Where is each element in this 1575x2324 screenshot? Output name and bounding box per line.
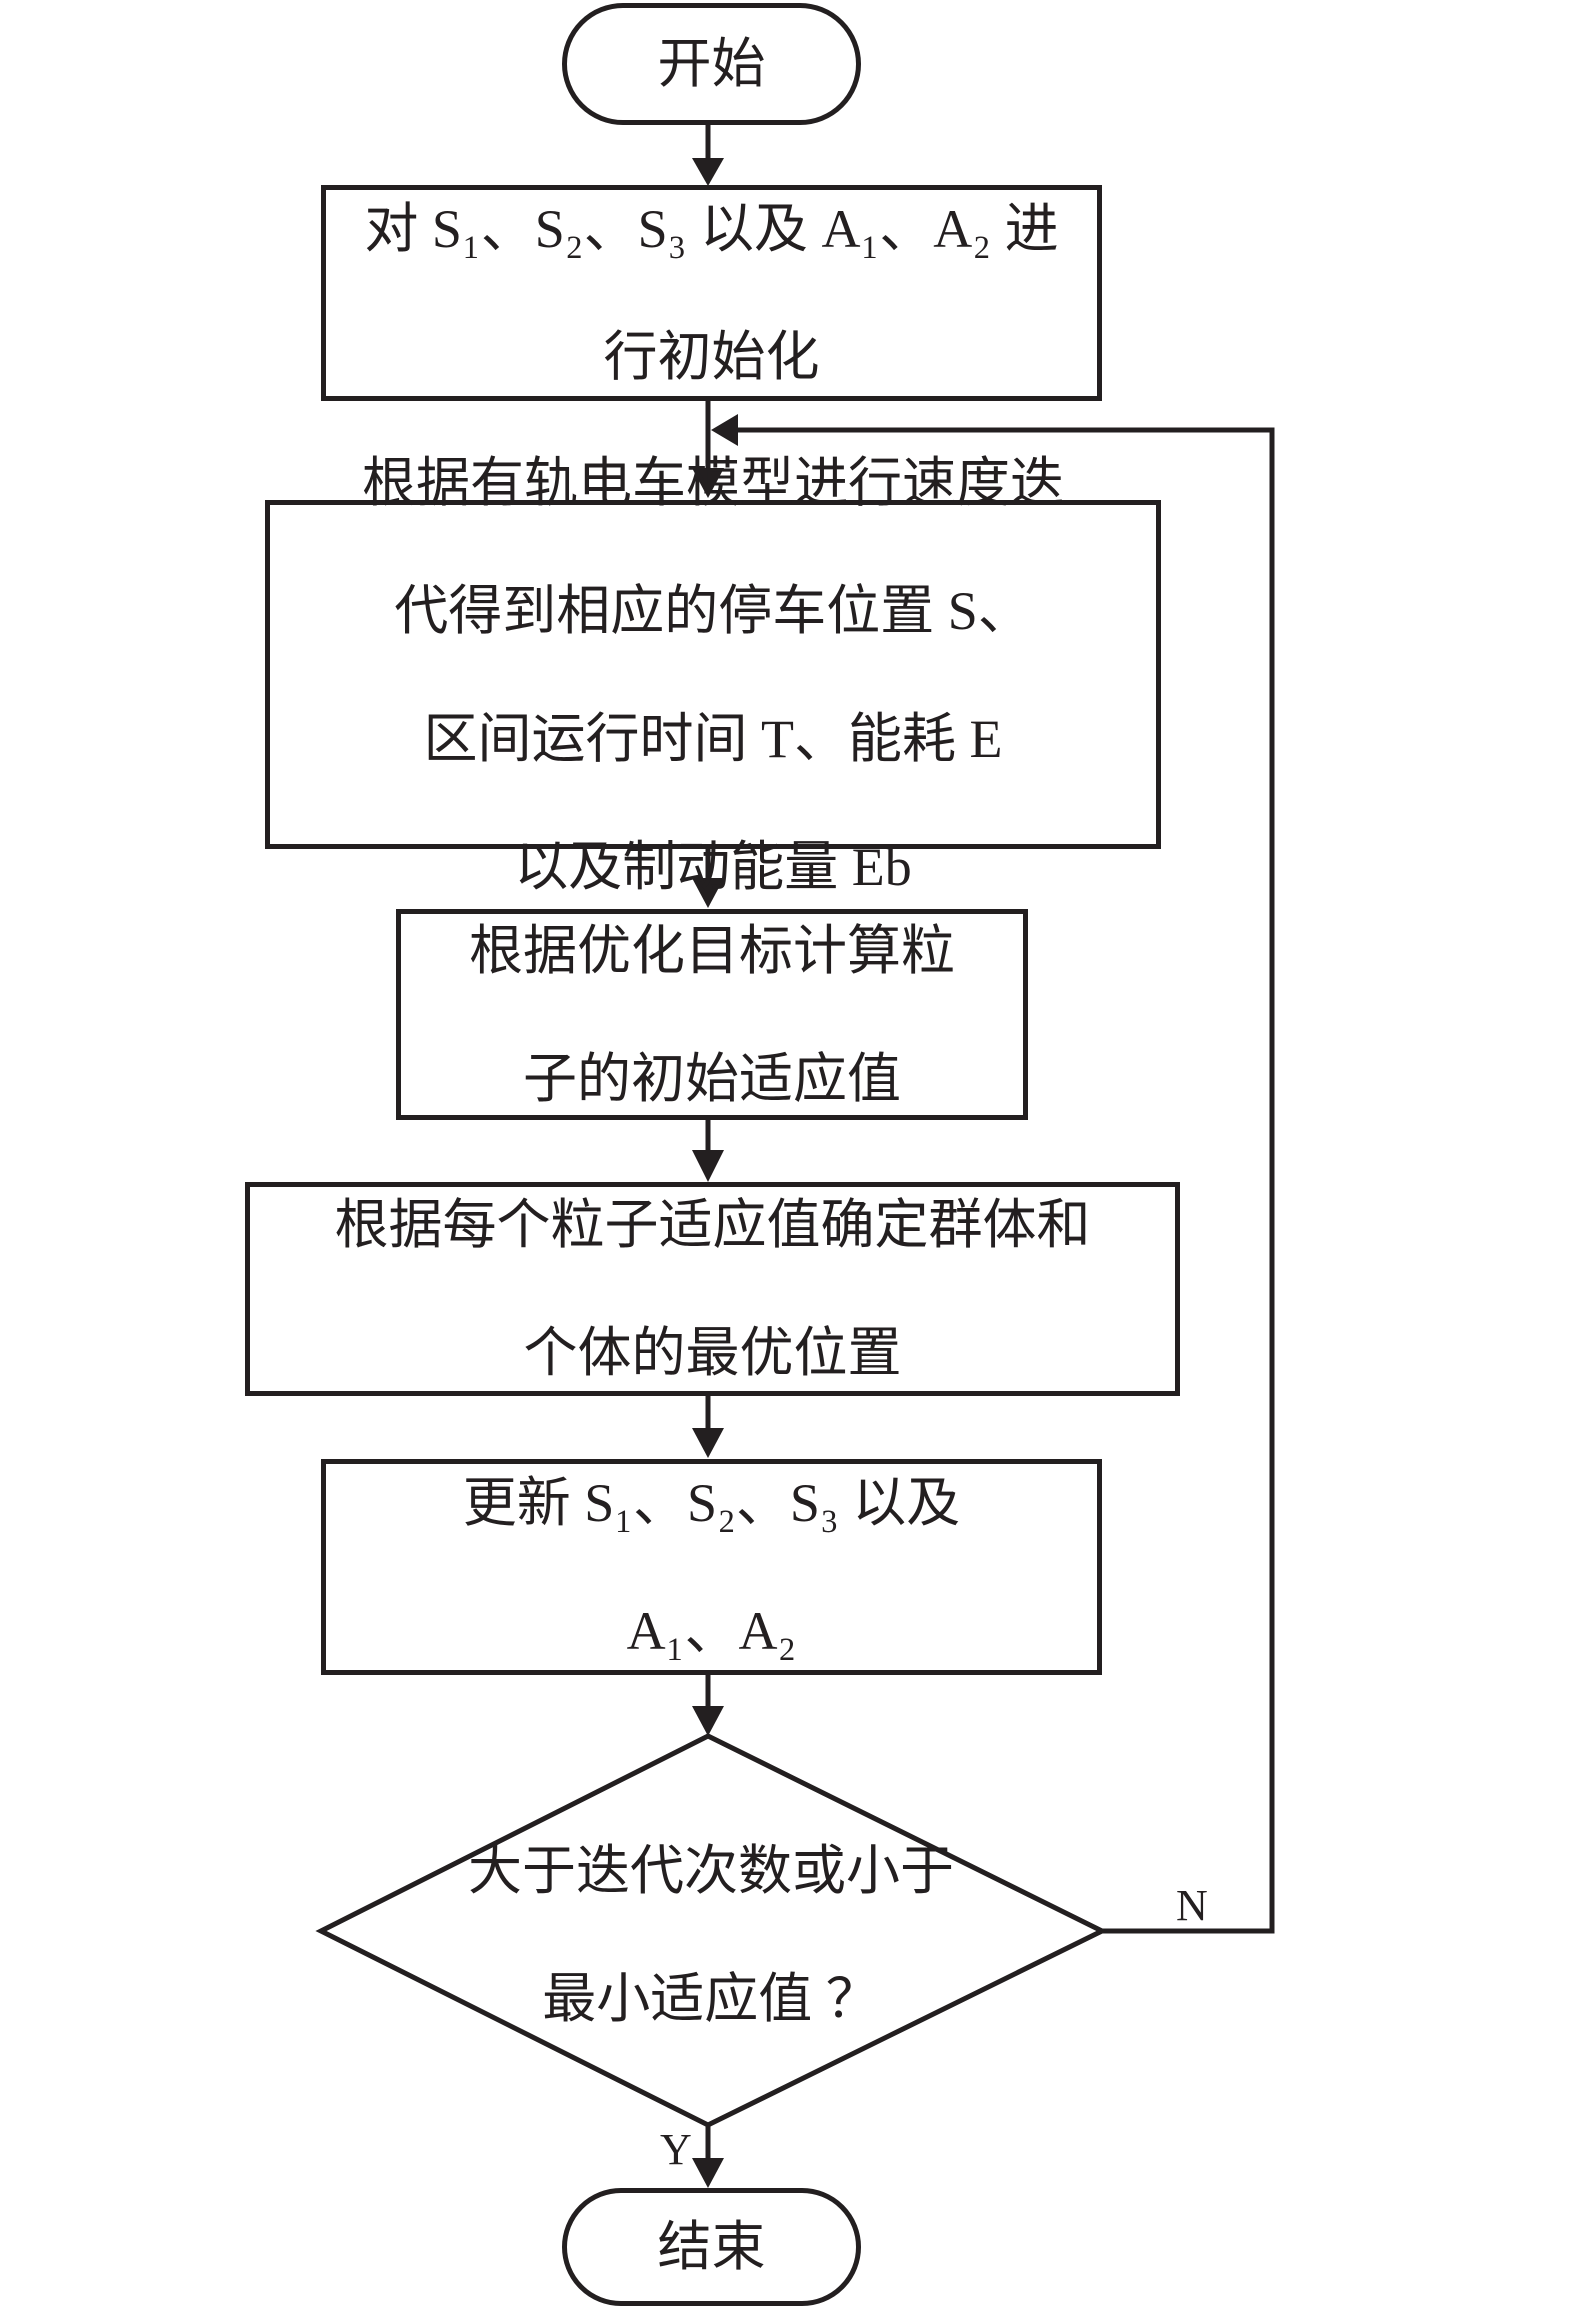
arrowhead-icon: [692, 878, 724, 908]
step-best-position-line-1: 根据每个粒子适应值确定群体和: [334, 1195, 1091, 1255]
decision-line-2: 最小适应值 ？: [542, 1969, 880, 2029]
arrowhead-icon: [692, 2158, 724, 2188]
arrowhead-icon: [692, 158, 724, 186]
decision-line-1: 大于迭代次数或小于: [468, 1841, 954, 1901]
step-simulate-line-1: 根据有轨电车模型进行速度迭: [362, 452, 1064, 513]
start-label: 开始: [657, 34, 766, 94]
step-fitness: 根据优化目标计算粒 子的初始适应值: [396, 909, 1028, 1120]
step-initialize-line-2: 行初始化: [603, 327, 820, 387]
end-node: 结束: [562, 2188, 861, 2306]
yes-branch-label: Y: [660, 2125, 692, 2174]
arrowhead-icon: [692, 1150, 724, 1182]
arrowhead-icon: [692, 1428, 724, 1458]
step-update-line-1: 更新 S₁、S₂、S₃ 以及: [462, 1473, 961, 1533]
step-best-position-line-2: 个体的最优位置: [523, 1323, 902, 1383]
step-update-line-2: A₁、A₂: [626, 1601, 797, 1661]
no-branch-label: N: [1176, 1881, 1208, 1930]
decision-text: 大于迭代次数或小于 最小适应值 ？: [468, 1775, 954, 2095]
step-simulate-line-4: 以及制动能量 Eb: [514, 836, 912, 897]
step-simulate-text: 根据有轨电车模型进行速度迭 代得到相应的停车位置 S、 区间运行时间 T、能耗 …: [362, 387, 1064, 963]
decision-text-wrap: 大于迭代次数或小于 最小适应值 ？: [421, 1841, 1001, 2029]
step-update-text: 更新 S₁、S₂、S₃ 以及 A₁、A₂: [463, 1407, 961, 1727]
step-initialize-text: 对 S₁、S₂、S₃ 以及 A₁、A₂ 进 行初始化: [364, 133, 1058, 453]
loop-back-connector: [736, 427, 1275, 1934]
step-best-position-text: 根据每个粒子适应值确定群体和 个体的最优位置: [335, 1129, 1091, 1449]
step-initialize-line-1: 对 S₁、S₂、S₃ 以及 A₁、A₂ 进: [364, 199, 1059, 259]
step-initialize: 对 S₁、S₂、S₃ 以及 A₁、A₂ 进 行初始化: [321, 185, 1102, 401]
step-simulate-line-2: 代得到相应的停车位置 S、: [394, 580, 1032, 641]
step-fitness-text: 根据优化目标计算粒 子的初始适应值: [469, 855, 955, 1175]
step-update: 更新 S₁、S₂、S₃ 以及 A₁、A₂: [321, 1459, 1102, 1675]
arrowhead-icon: [692, 468, 724, 498]
step-fitness-line-1: 根据优化目标计算粒: [469, 920, 955, 981]
arrowhead-icon: [692, 1706, 724, 1736]
end-label: 结束: [657, 2217, 766, 2277]
start-node: 开始: [562, 3, 861, 125]
decision-diamond: [315, 1733, 1108, 2128]
step-best-position: 根据每个粒子适应值确定群体和 个体的最优位置: [245, 1182, 1180, 1396]
step-simulate: 根据有轨电车模型进行速度迭 代得到相应的停车位置 S、 区间运行时间 T、能耗 …: [265, 453, 1161, 897]
step-fitness-line-2: 子的初始适应值: [523, 1048, 901, 1109]
step-simulate-line-3: 区间运行时间 T、能耗 E: [423, 708, 1003, 769]
arrowhead-left-icon: [711, 414, 738, 446]
